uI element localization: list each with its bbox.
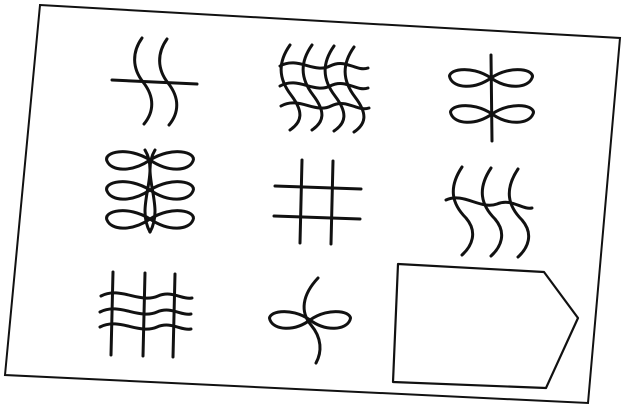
answer-tag <box>393 264 578 388</box>
vertical-line <box>173 274 175 357</box>
answer-placeholder <box>393 264 578 388</box>
vertical-line <box>111 272 113 355</box>
grid-line <box>300 160 302 243</box>
grid-line <box>331 161 333 244</box>
vertical-line <box>491 55 492 141</box>
